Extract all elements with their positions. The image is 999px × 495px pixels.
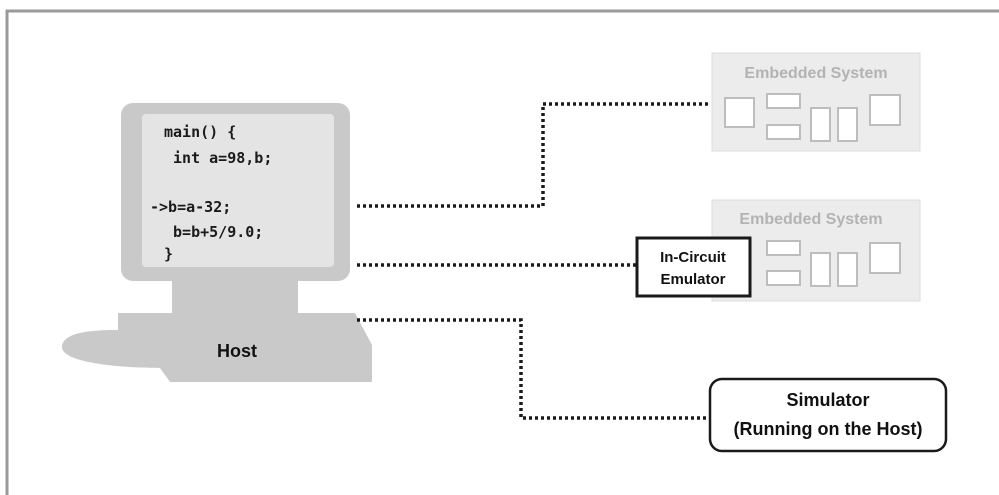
connector-host-to-simulator [357, 318, 708, 420]
in-circuit-emulator: In-Circuit Emulator [635, 236, 752, 298]
host-neck [172, 280, 298, 316]
chip-tall [810, 107, 831, 142]
chip-tall [837, 107, 858, 142]
connector-host-to-embedded-top [357, 102, 710, 208]
emulator-box [635, 236, 752, 298]
host-label: Host [217, 341, 257, 361]
chip-large [724, 97, 755, 128]
simulator-box [708, 377, 948, 453]
chip-tall [837, 252, 858, 287]
chip-small [766, 270, 801, 286]
emulator-label-line: In-Circuit [660, 249, 726, 266]
host-computer: main() { int a=98,b; ->b=a-32; b=b+5/9.0… [61, 103, 372, 382]
host-base [61, 313, 372, 382]
chip-small [766, 240, 801, 256]
chip-small [766, 124, 801, 140]
embedded-system-bottom-title: Embedded System [739, 211, 882, 228]
code-line: int a=98,b; [164, 149, 272, 167]
simulator: Simulator (Running on the Host) [708, 377, 948, 453]
embedded-system-top-title: Embedded System [744, 65, 887, 82]
code-line: ->b=a-32; [150, 198, 231, 216]
chip-small [766, 93, 801, 109]
emulator-label-line: Emulator [660, 271, 725, 288]
simulator-label-line: (Running on the Host) [734, 419, 923, 439]
chip-tall [810, 252, 831, 287]
embedded-system-top: Embedded System [711, 52, 921, 152]
code-line: } [164, 245, 173, 263]
chip-large [869, 242, 901, 274]
code-line: main() { [164, 123, 236, 141]
simulator-label-line: Simulator [786, 390, 869, 410]
chip-large [869, 94, 901, 126]
host-screen [142, 114, 334, 267]
code-line: b=b+5/9.0; [164, 223, 263, 241]
